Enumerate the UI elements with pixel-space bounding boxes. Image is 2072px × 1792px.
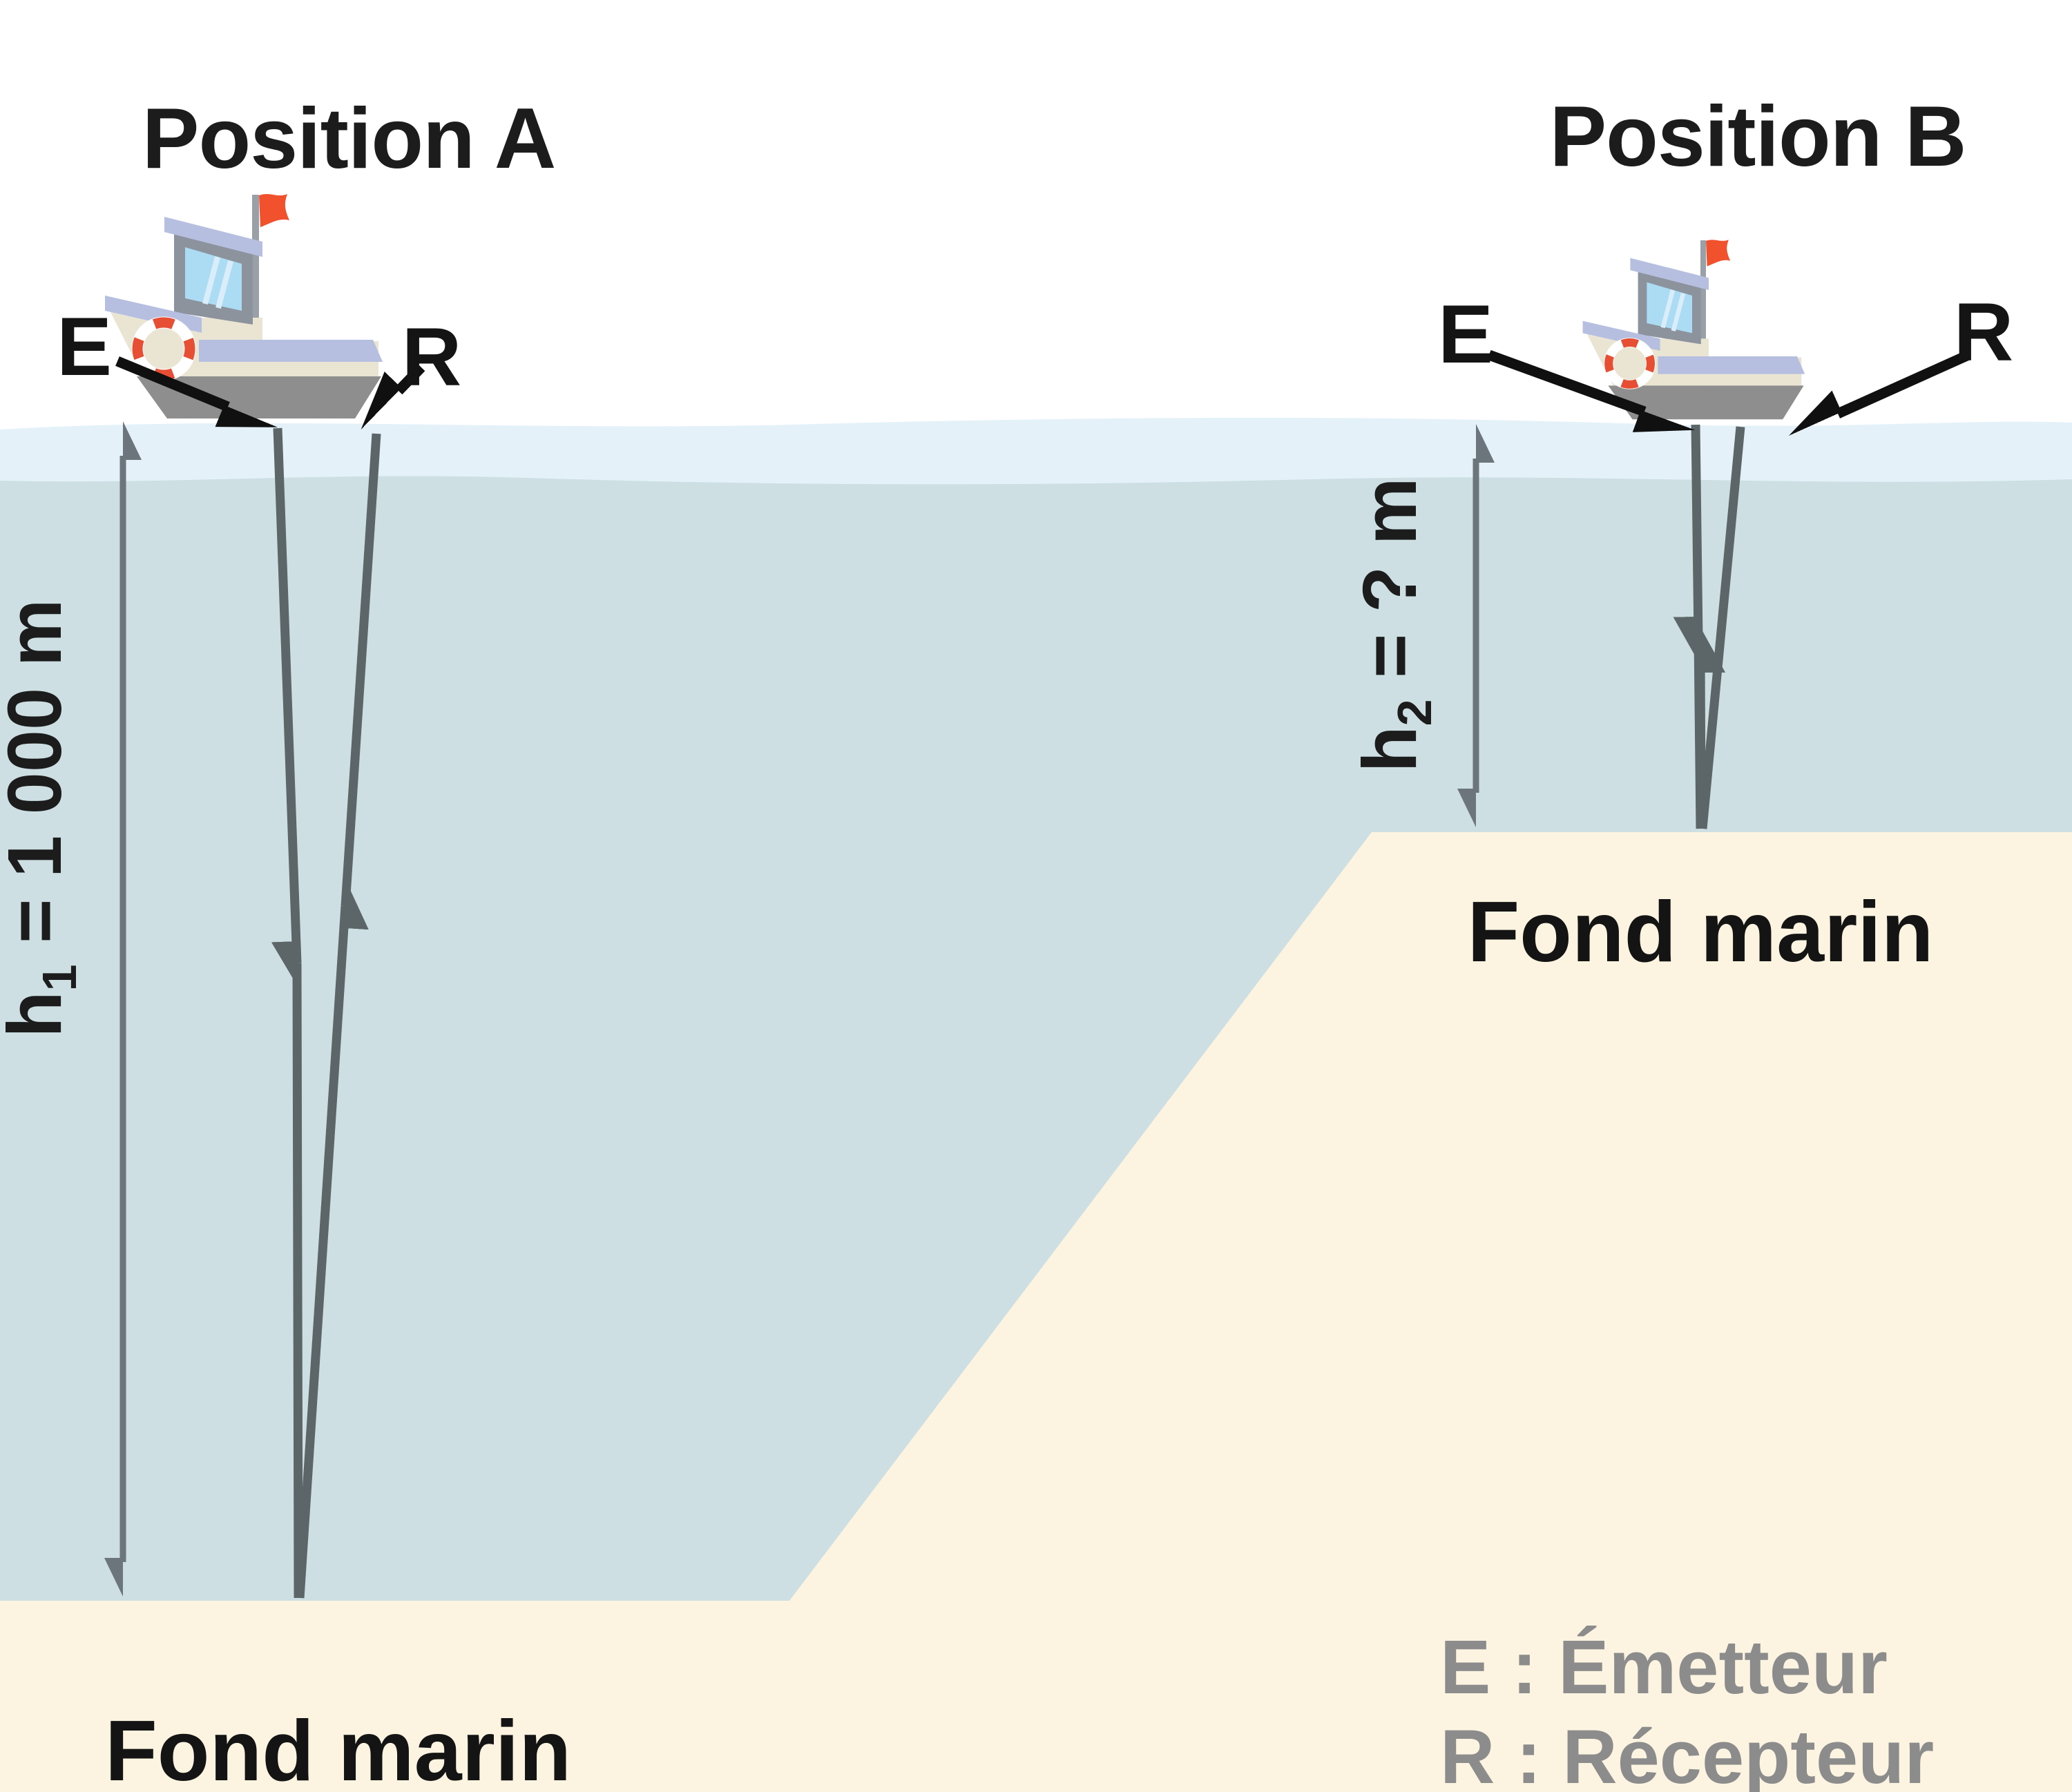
receiver-label-a: R	[402, 311, 462, 403]
reflected-signal-a	[295, 433, 381, 1599]
position-a-title: Position A	[142, 91, 556, 186]
water-surface-band	[0, 417, 2072, 485]
legend-receiver: R : Récepteur	[1440, 1715, 1934, 1792]
emitter-label-a: E	[57, 300, 112, 393]
depth-label-h2: h2 = ? m	[1347, 477, 1441, 772]
emitted-signal-a	[278, 427, 303, 1599]
seafloor-label-left: Fond marin	[105, 1704, 571, 1792]
reflected-signal-b	[1698, 426, 1745, 829]
receiver-arrow-b	[1838, 350, 1971, 414]
receiver-label-b: R	[1954, 286, 2014, 378]
emitter-label-b: E	[1438, 288, 1493, 380]
emitted-signal-b	[1696, 424, 1701, 829]
legend-emitter: E : Émetteur	[1440, 1625, 1888, 1710]
depth-label-h1: h1 = 1 000 m	[0, 599, 86, 1037]
receiver-arrow-a	[399, 363, 425, 391]
emitter-arrow-b	[1487, 349, 1644, 412]
emitter-arrow-a	[115, 356, 228, 407]
seafloor	[0, 832, 2072, 1792]
seafloor-label-right: Fond marin	[1467, 885, 1933, 980]
position-b-title: Position B	[1549, 89, 1966, 184]
